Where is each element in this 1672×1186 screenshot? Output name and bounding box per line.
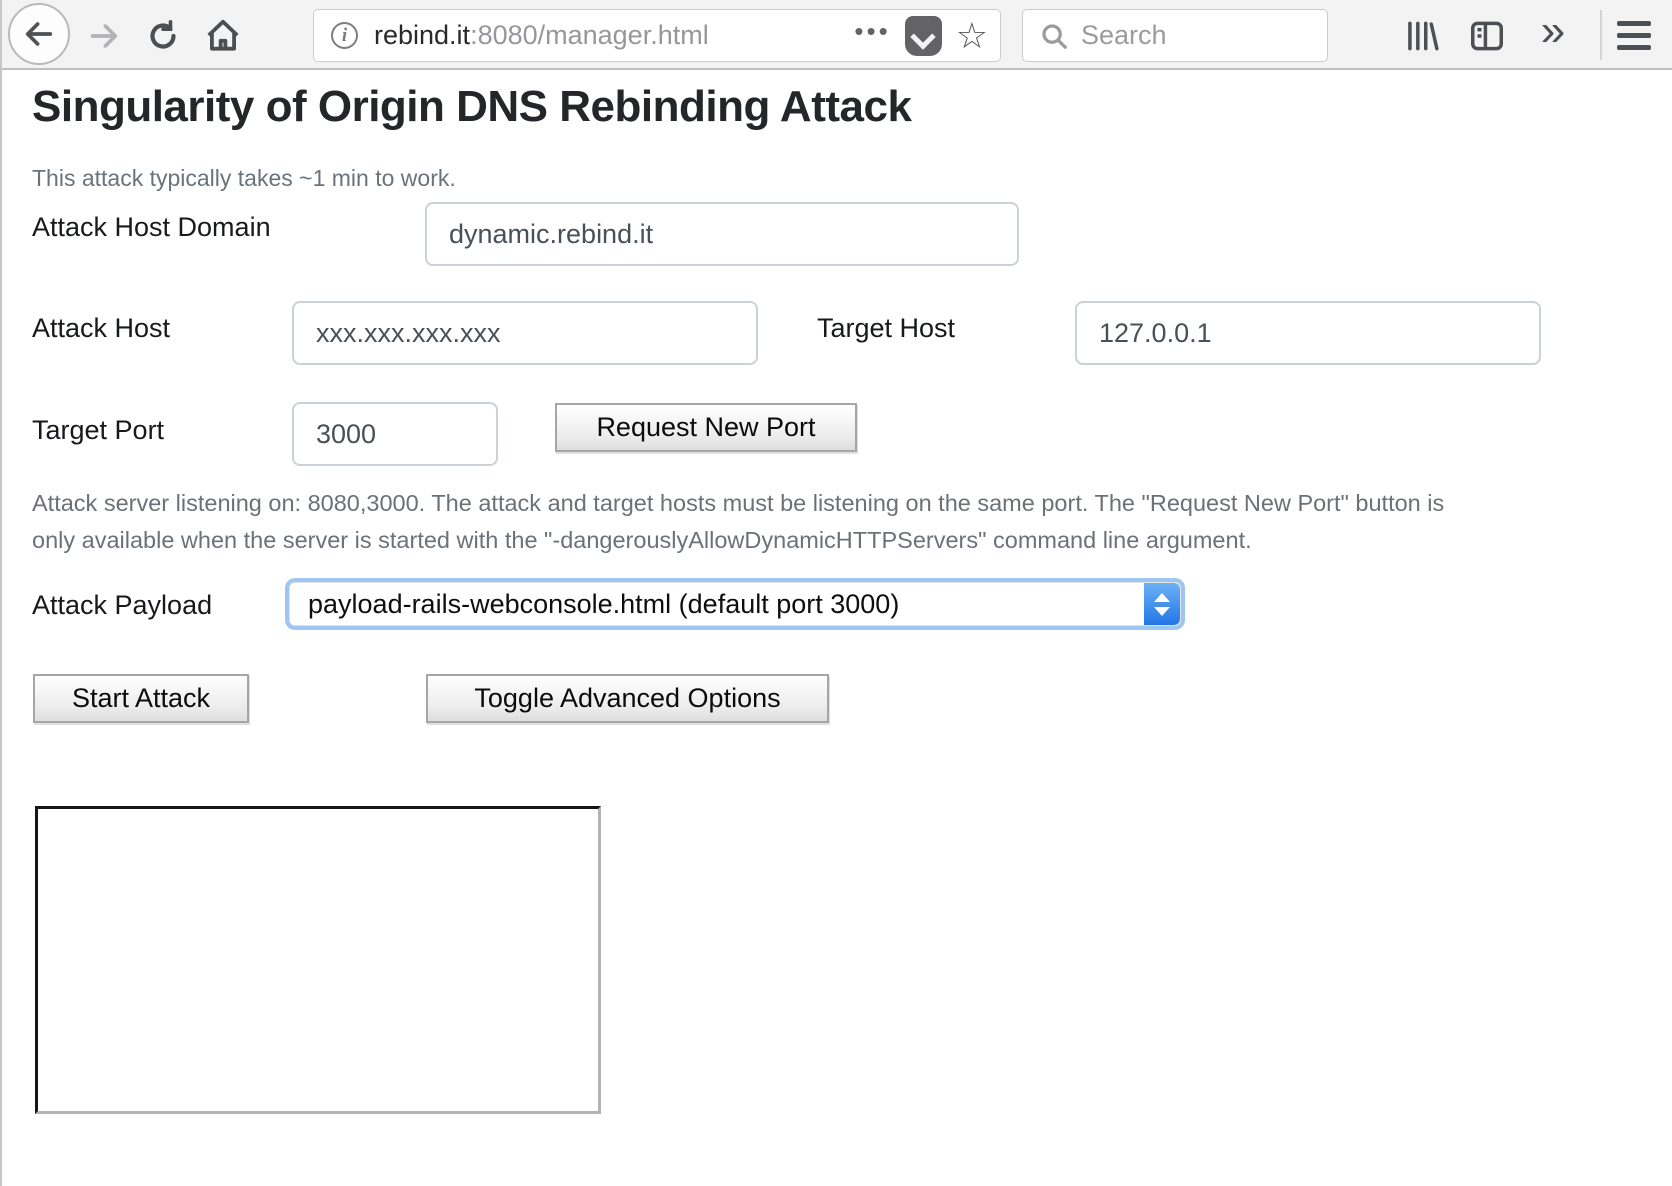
target-host-label: Target Host <box>817 313 956 343</box>
attack-payload-label: Attack Payload <box>32 590 213 620</box>
search-icon <box>1039 21 1069 51</box>
url-bar[interactable]: i rebind.it:8080/manager.html ••• ☆ <box>313 9 1001 62</box>
window-left-edge <box>0 0 2 1186</box>
attack-payload-select[interactable]: payload-rails-webconsole.html (default p… <box>285 578 1185 630</box>
attack-payload-selected-option: payload-rails-webconsole.html (default p… <box>308 588 900 619</box>
attack-host-label: Attack Host <box>32 313 171 343</box>
attack-host-input[interactable] <box>292 301 758 365</box>
target-port-label: Target Port <box>32 415 165 445</box>
attack-host-domain-input[interactable] <box>425 202 1019 266</box>
forward-button[interactable] <box>82 15 126 57</box>
url-text: rebind.it:8080/manager.html <box>374 20 854 51</box>
target-host-input[interactable] <box>1075 301 1541 365</box>
reload-icon <box>145 18 181 54</box>
forward-icon <box>87 19 121 53</box>
url-host: rebind.it <box>374 20 471 50</box>
search-bar[interactable] <box>1022 9 1328 62</box>
site-info-icon[interactable]: i <box>331 22 358 49</box>
sidebar-button[interactable] <box>1462 14 1512 58</box>
sidebar-icon <box>1468 17 1506 55</box>
url-path: :8080/manager.html <box>470 20 709 50</box>
page-content: Singularity of Origin DNS Rebinding Atta… <box>2 70 1672 1186</box>
app-menu-button[interactable] <box>1612 14 1656 56</box>
page-title: Singularity of Origin DNS Rebinding Atta… <box>32 82 912 131</box>
attack-host-domain-label: Attack Host Domain <box>32 212 271 242</box>
overflow-menu-button[interactable]: » <box>1528 8 1578 60</box>
bookmark-star-icon[interactable]: ☆ <box>955 14 988 56</box>
toolbar-divider <box>1600 10 1602 60</box>
library-icon <box>1401 17 1441 55</box>
home-icon <box>204 17 242 55</box>
browser-toolbar: i rebind.it:8080/manager.html ••• ☆ » <box>0 0 1672 70</box>
attack-output-frame <box>35 806 601 1114</box>
select-arrows-icon <box>1144 583 1180 625</box>
start-attack-button[interactable]: Start Attack <box>33 674 249 723</box>
reload-button[interactable] <box>141 14 185 58</box>
back-icon <box>22 17 56 51</box>
search-input[interactable] <box>1079 19 1273 52</box>
server-note: Attack server listening on: 8080,3000. T… <box>32 490 1445 553</box>
page-subtitle: This attack typically takes ~1 min to wo… <box>32 165 456 191</box>
toggle-advanced-options-button[interactable]: Toggle Advanced Options <box>426 674 829 723</box>
library-button[interactable] <box>1396 14 1446 58</box>
overflow-chevron-icon: » <box>1540 6 1566 55</box>
request-new-port-button[interactable]: Request New Port <box>555 403 857 452</box>
menu-icon <box>1617 20 1651 26</box>
target-port-input[interactable] <box>292 402 498 466</box>
home-button[interactable] <box>200 14 246 58</box>
pocket-icon[interactable] <box>904 15 942 56</box>
page-actions-icon[interactable]: ••• <box>854 16 891 46</box>
back-button[interactable] <box>8 3 70 65</box>
